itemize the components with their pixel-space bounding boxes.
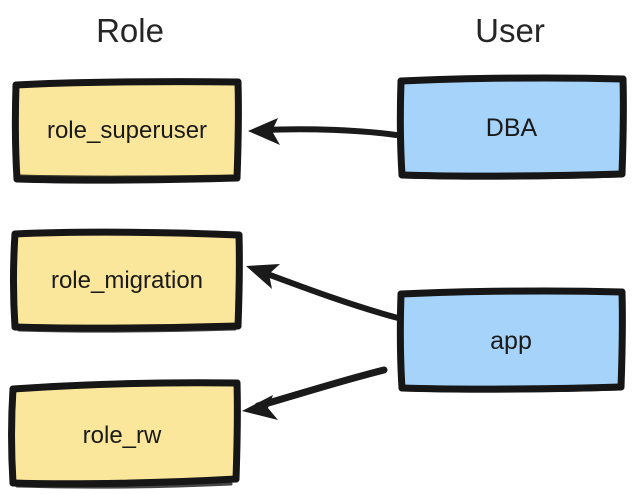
node-dba-label: DBA xyxy=(485,113,538,142)
column-header-user: User xyxy=(475,12,545,49)
edge-dba-to-role-superuser xyxy=(248,118,399,145)
node-role-superuser[interactable]: role_superuser xyxy=(11,78,242,184)
node-role-rw[interactable]: role_rw xyxy=(8,379,241,489)
column-header-role: Role xyxy=(96,12,164,49)
node-role-rw-fill xyxy=(9,382,239,486)
node-app-fill xyxy=(399,291,623,391)
node-role-superuser-fill xyxy=(14,80,240,181)
edge-app-to-role-migration xyxy=(246,264,401,321)
node-role-migration-fill xyxy=(13,231,241,331)
node-app-label: app xyxy=(490,327,532,355)
node-role-superuser-label: role_superuser xyxy=(46,116,208,144)
node-role-migration-label: role_migration xyxy=(50,267,204,294)
node-role-rw-label: role_rw xyxy=(82,422,162,449)
node-app[interactable]: app xyxy=(396,287,626,393)
node-dba[interactable]: DBA xyxy=(396,74,627,180)
node-dba-fill xyxy=(399,77,624,178)
node-role-migration[interactable]: role_migration xyxy=(10,228,243,333)
edge-app-to-role-rw xyxy=(242,366,388,420)
